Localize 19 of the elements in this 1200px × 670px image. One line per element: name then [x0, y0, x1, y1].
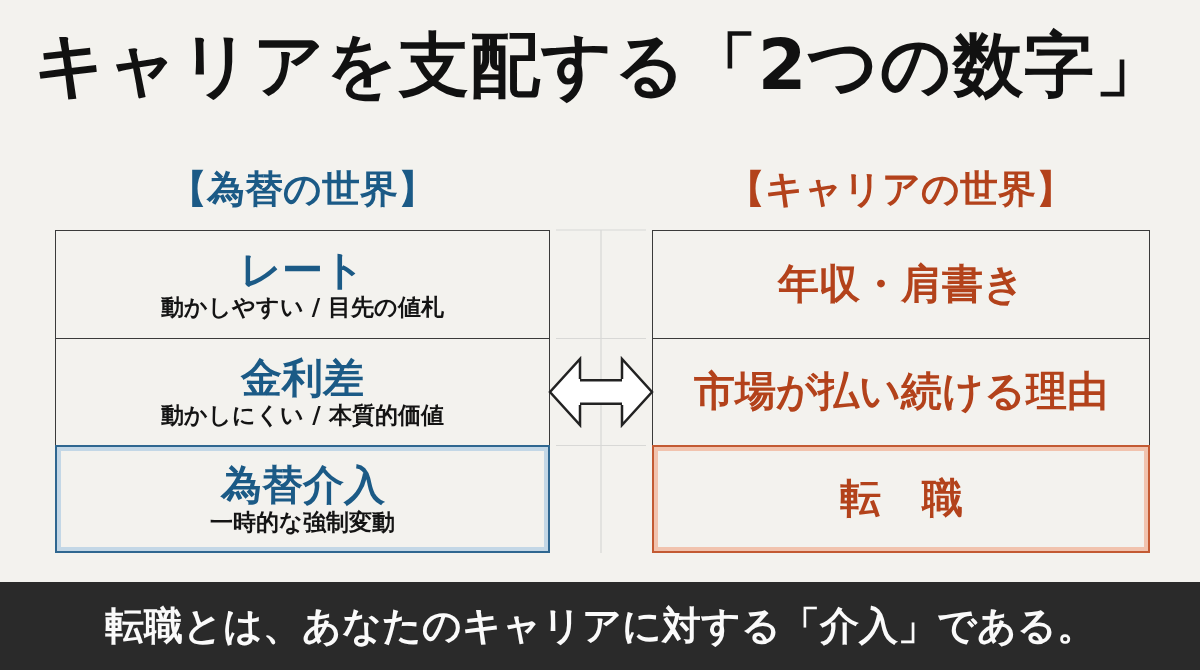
caption: 転職とは、あなたのキャリアに対する「介入」である。 [104, 602, 1096, 650]
box-heading: 市場が払い続ける理由 [694, 368, 1108, 416]
box-heading: レート [240, 247, 365, 295]
box-heading: 転 職 [839, 475, 963, 523]
title: キャリアを支配する「2つの数字」 [33, 23, 1167, 107]
box-subtext: 動かしにくい / 本質的価値 [161, 401, 444, 430]
box-subtext: 一時的な強制変動 [210, 508, 395, 537]
highlighted-box [55, 445, 550, 553]
info-box [55, 230, 550, 339]
column-heading: 【キャリアの世界】 [726, 167, 1074, 213]
column-heading: 【為替の世界】 [168, 167, 436, 213]
box-heading: 金利差 [241, 354, 364, 402]
highlighted-box [652, 445, 1150, 553]
info-box [55, 338, 550, 446]
box-heading: 為替介入 [220, 461, 385, 509]
box-heading: 年収・肩書き [777, 260, 1025, 309]
box-subtext: 動かしやすい / 目先の値札 [160, 294, 445, 322]
info-box [652, 230, 1150, 339]
info-box [652, 338, 1150, 446]
